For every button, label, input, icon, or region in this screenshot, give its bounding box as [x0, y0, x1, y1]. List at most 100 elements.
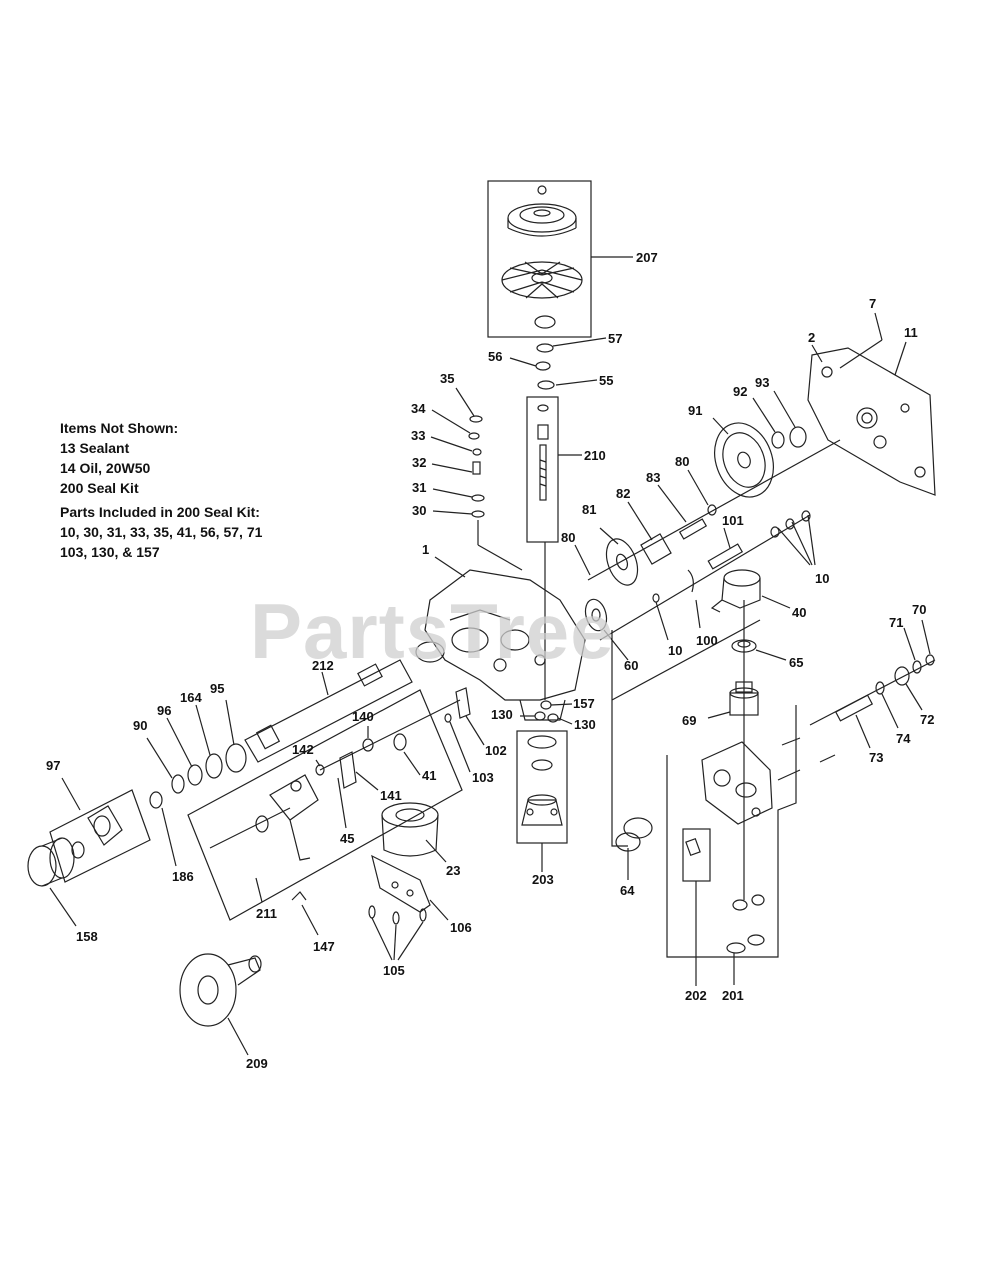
lower-shaft-line: [599, 514, 811, 641]
ring-71-icon: [912, 660, 922, 674]
leader-164: [195, 704, 211, 756]
leader-147: [301, 904, 319, 936]
leader-11: [894, 341, 907, 376]
leader-212: [321, 671, 329, 696]
callout-23: 23: [446, 863, 460, 878]
leader-10b: [655, 601, 669, 641]
callout-95: 95: [210, 681, 224, 696]
leader-30-diag: [477, 544, 523, 571]
bull-gear-icon: [714, 422, 774, 498]
brake-rotor-209-icon: [179, 953, 262, 1027]
callout-69: 69: [682, 713, 696, 728]
lever-141-icon: [339, 751, 357, 789]
center-section-icon: [701, 737, 836, 825]
callout-73: 73: [869, 750, 883, 765]
callout-72: 72: [920, 712, 934, 727]
callout-71: 71: [889, 615, 903, 630]
brake-arm-211-icon: [255, 774, 319, 861]
callout-211: 211: [256, 906, 277, 921]
callout-103: 103: [472, 770, 494, 785]
callout-41: 41: [422, 768, 436, 783]
bolt-130b-icon: [547, 713, 559, 723]
bolt-7-axis: [839, 339, 883, 369]
callout-203: 203: [532, 872, 554, 887]
callout-141: 141: [380, 788, 402, 803]
note-item: 200 Seal Kit: [60, 480, 139, 496]
leader-83: [657, 484, 687, 523]
oil-filter-23-icon: [381, 802, 439, 857]
leader-211: [255, 877, 263, 903]
leader-35: [455, 387, 475, 417]
shift-fork-100-icon: [687, 569, 694, 593]
callout-7: 7: [869, 296, 876, 311]
leader-186: [161, 807, 177, 867]
charge-pump-203-icon: [521, 735, 563, 826]
leader-158: [49, 887, 77, 927]
leader-105b: [393, 924, 397, 961]
leader-69: [707, 711, 731, 719]
callout-186: 186: [172, 869, 194, 884]
leader-40: [761, 595, 791, 609]
leader-31: [432, 488, 473, 498]
leader-1: [434, 556, 466, 578]
leader-33: [430, 436, 473, 452]
leader-105a: [371, 917, 393, 961]
input-shaft-box: [526, 396, 559, 543]
leader-80b: [574, 544, 591, 576]
callout-130b: 130: [574, 717, 596, 732]
side-cover-icon: [807, 347, 936, 496]
leader-56: [509, 357, 537, 367]
callout-65: 65: [789, 655, 803, 670]
leader-60: [603, 629, 629, 661]
washer-140-icon: [362, 738, 374, 752]
ring-90-icon: [171, 774, 185, 794]
hub-box-97: [49, 789, 151, 883]
note-item: 13 Sealant: [60, 440, 130, 456]
leader-82: [627, 501, 653, 541]
callout-64: 64: [620, 883, 635, 898]
leader-34: [431, 409, 471, 434]
leader-100: [695, 599, 701, 629]
seal-kit-line: 103, 130, & 157: [60, 544, 160, 560]
center-section-bracket: [666, 705, 797, 958]
leader-2: [811, 344, 823, 363]
callout-91: 91: [688, 403, 702, 418]
washer-74-icon: [875, 681, 885, 695]
differential-40-icon: [710, 569, 761, 613]
pulley-fan-box: [487, 180, 592, 338]
leader-95: [225, 699, 235, 746]
washer-stack-icon: [535, 343, 555, 390]
callout-80b: 80: [561, 530, 575, 545]
callout-2: 2: [808, 330, 815, 345]
arm-102-icon: [455, 687, 471, 719]
leader-97: [61, 777, 81, 811]
callout-209: 209: [246, 1056, 268, 1071]
callout-56: 56: [488, 349, 502, 364]
leader-92: [752, 397, 776, 433]
callout-212: 212: [312, 658, 334, 673]
callout-70: 70: [912, 602, 926, 617]
leader-105c: [397, 921, 424, 961]
brake-box-211: [187, 689, 463, 921]
leader-102: [465, 715, 485, 746]
leader-55: [555, 379, 598, 386]
callout-157: 157: [573, 696, 595, 711]
cooling-fan-icon: [501, 261, 583, 329]
pulley-icon: [507, 185, 577, 237]
callout-90: 90: [133, 718, 147, 733]
callout-93: 93: [755, 375, 769, 390]
note-item: 14 Oil, 20W50: [60, 460, 151, 476]
leader-106: [429, 899, 449, 921]
bearing-72-icon: [894, 666, 910, 686]
callout-33: 33: [411, 428, 425, 443]
shaft-83-icon: [678, 518, 708, 540]
callout-80a: 80: [675, 454, 689, 469]
callout-202: 202: [685, 988, 707, 1003]
leader-103: [449, 721, 471, 773]
leader-72: [905, 683, 923, 711]
valve-box-202: [682, 828, 711, 882]
seal-164-icon: [205, 753, 223, 779]
callout-106: 106: [450, 920, 472, 935]
callout-201: 201: [722, 988, 744, 1003]
